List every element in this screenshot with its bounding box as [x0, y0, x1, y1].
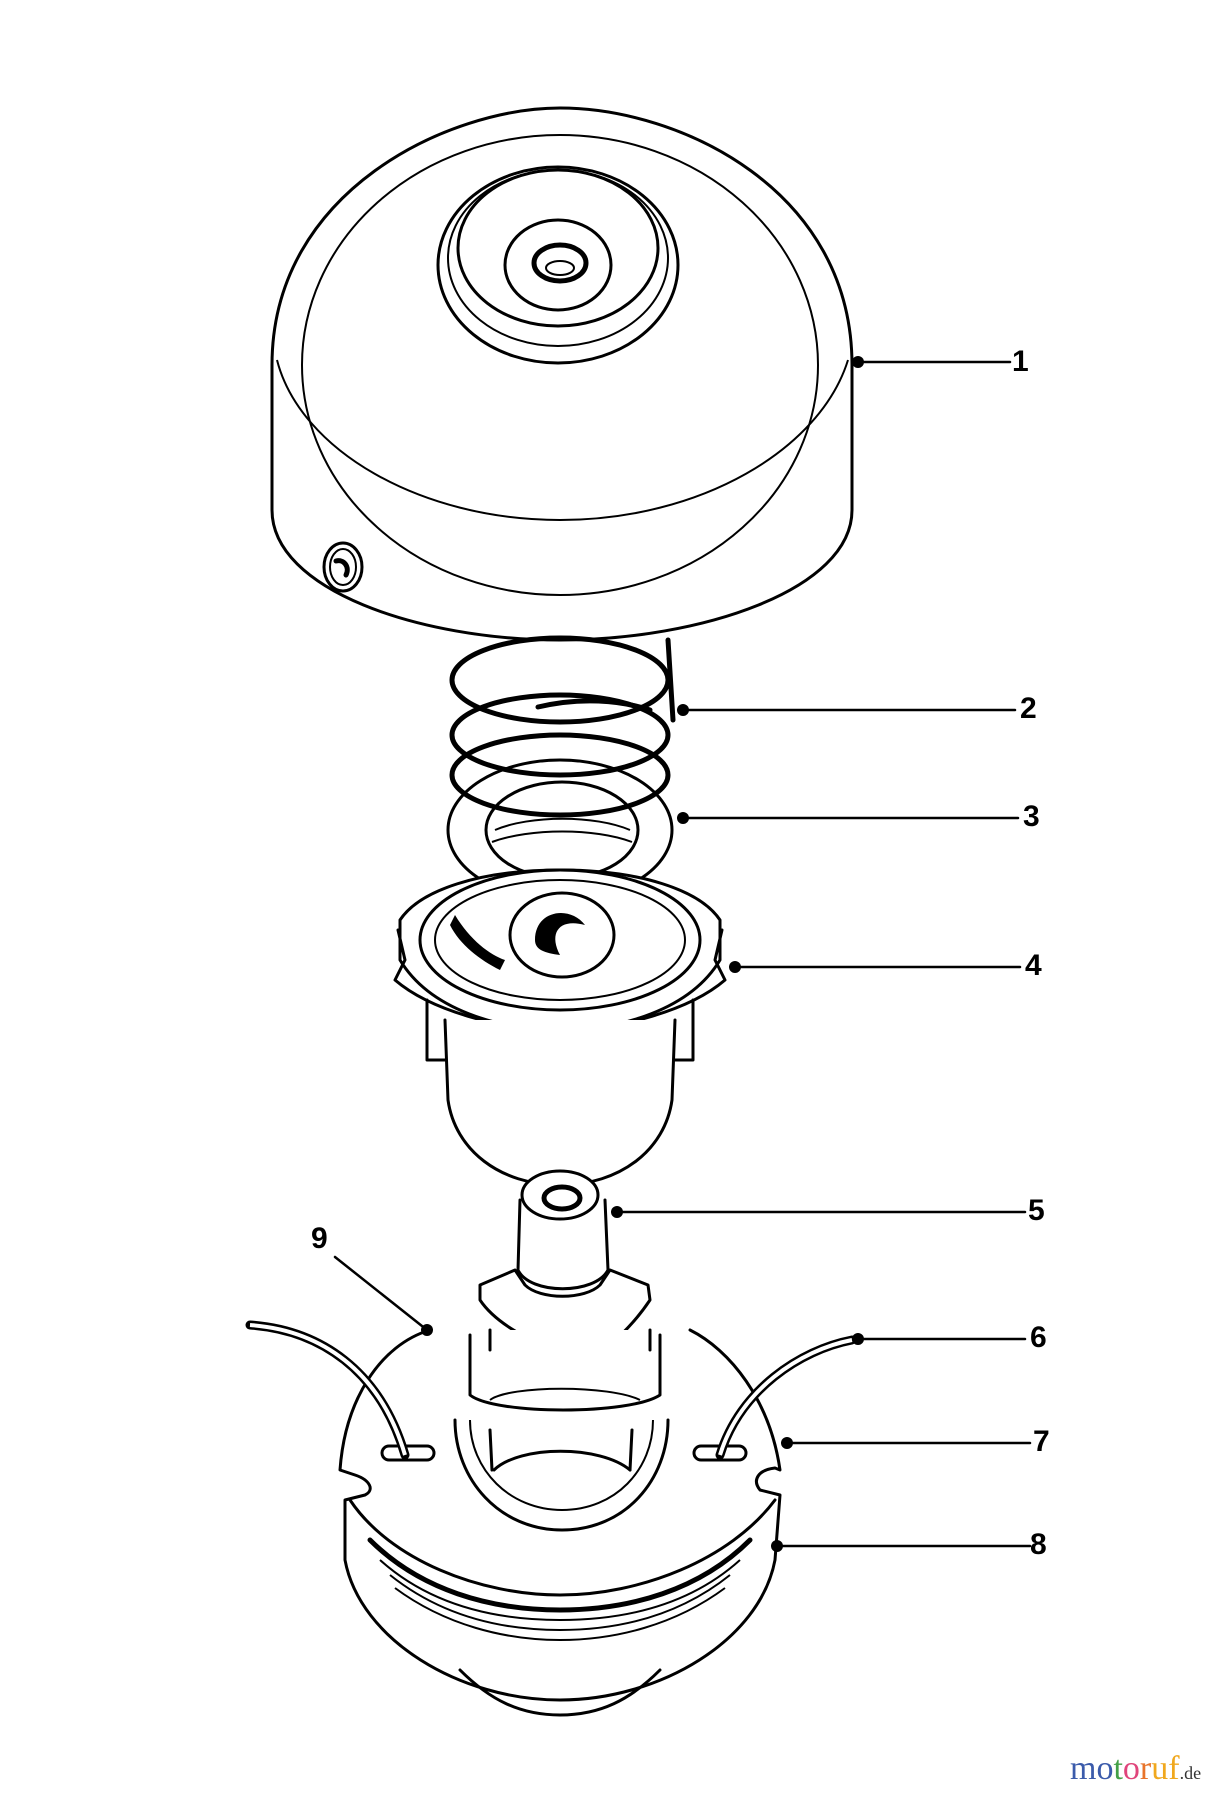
callout-label-5: 5: [1028, 1194, 1045, 1227]
motoruf-watermark: motoruf.de: [1070, 1750, 1201, 1788]
callout-leaders: [333, 356, 1032, 1552]
part-4-retainer-cup: [393, 868, 727, 1187]
watermark-letter: u: [1151, 1750, 1169, 1787]
callout-label-7: 7: [1033, 1425, 1050, 1458]
callout-label-1: 1: [1012, 345, 1029, 378]
watermark-letter: o: [1122, 1750, 1140, 1787]
callout-label-2: 2: [1020, 692, 1037, 725]
watermark-tld: .de: [1179, 1763, 1202, 1783]
part-5-hub: [478, 1169, 652, 1387]
part-2-spring: [449, 635, 676, 818]
callout-label-9: 9: [311, 1222, 328, 1255]
callout-label-4: 4: [1025, 949, 1042, 982]
watermark-letter: t: [1113, 1750, 1123, 1787]
watermark-letter: o: [1096, 1750, 1114, 1787]
part-6-trimmer-line: [245, 1320, 857, 1460]
callout-label-8: 8: [1030, 1528, 1047, 1561]
watermark-letter: r: [1139, 1750, 1152, 1787]
part-8-spool: [338, 1328, 782, 1717]
part-1-cover: [270, 106, 854, 642]
watermark-letter: f: [1168, 1750, 1180, 1787]
callout-label-6: 6: [1030, 1321, 1047, 1354]
callout-label-3: 3: [1023, 800, 1040, 833]
watermark-letter: m: [1070, 1750, 1097, 1787]
